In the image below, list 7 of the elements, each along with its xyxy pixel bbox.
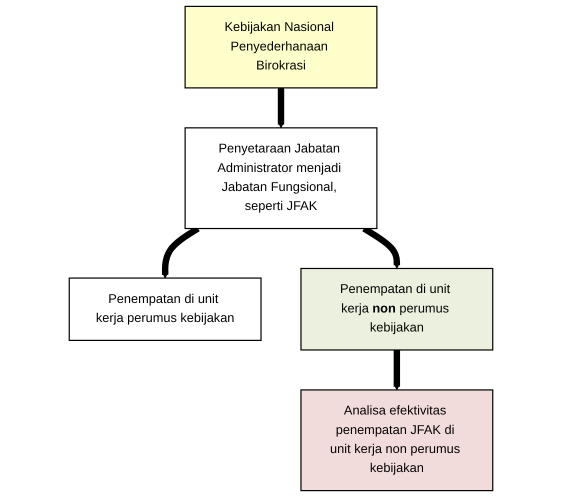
node-box: Kebijakan Nasional Penyederhanaan Birokrasi	[184, 6, 377, 88]
node-box: Penempatan di unit kerja perumus kebijakan	[68, 277, 262, 341]
node-box: Analisa efektivitas penempatan JFAK di unit kerja non perumus kebijakan	[300, 389, 493, 492]
arrow	[392, 350, 400, 390]
node-box: Penyetaraan Jabatan Administrator menjadi Jabatan Fungsional, seperti JFAK	[184, 127, 377, 230]
arrow	[276, 88, 284, 128]
node-box: Penempatan di unit kerja non perumus kebijakan	[300, 268, 493, 351]
